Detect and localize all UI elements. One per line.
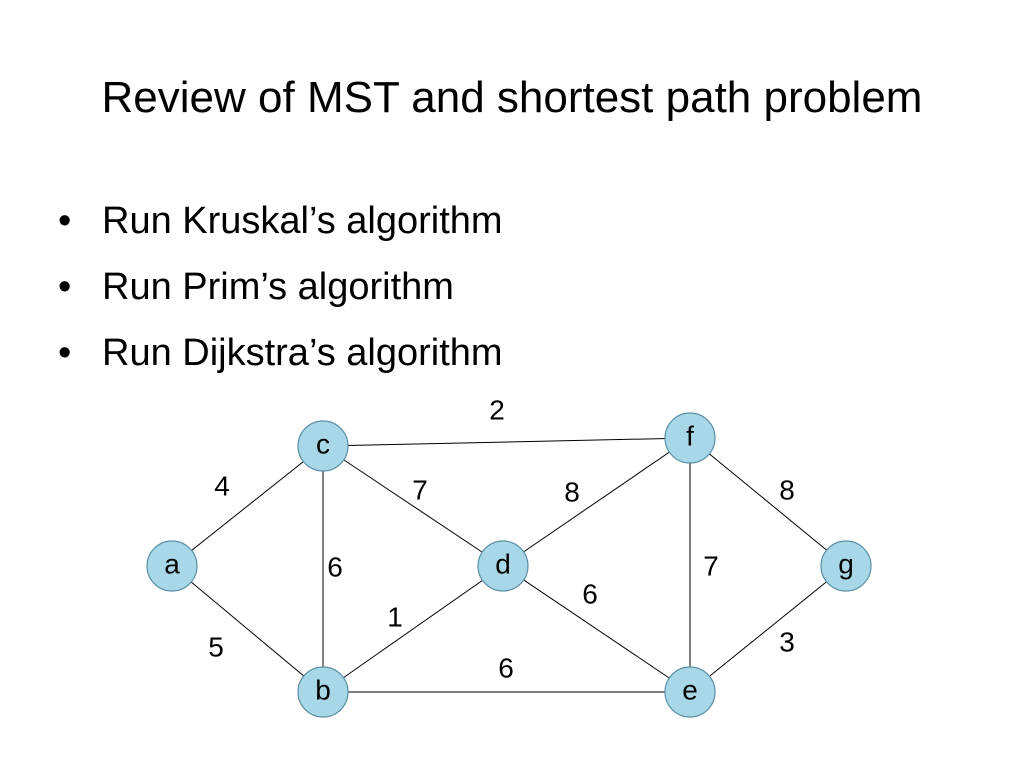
- edge-weight-a-b: 5: [208, 632, 224, 663]
- bullet-icon: •: [58, 266, 72, 308]
- edge-weight-d-f: 8: [564, 477, 580, 508]
- bullet-text: Run Kruskal’s algorithm: [102, 200, 503, 242]
- edges-layer: [171, 437, 847, 693]
- bullet-item-prim: • Run Prim’s algorithm: [58, 254, 503, 320]
- node-d: d: [477, 540, 529, 592]
- bullet-item-kruskal: • Run Kruskal’s algorithm: [58, 188, 503, 254]
- nodes-layer: a b c d e f g: [146, 412, 872, 718]
- node-g: g: [820, 540, 872, 592]
- node-label-f: f: [686, 421, 694, 452]
- node-circle-a: [146, 540, 198, 592]
- node-label-g: g: [838, 549, 854, 580]
- bullet-icon: •: [58, 200, 72, 242]
- edge-weight-c-b: 6: [327, 552, 343, 583]
- edge-weight-a-c: 4: [214, 471, 230, 502]
- edge-d-e: [502, 565, 691, 693]
- bullet-text: Run Prim’s algorithm: [102, 266, 454, 308]
- bullet-text: Run Dijkstra’s algorithm: [102, 332, 503, 374]
- node-circle-f: [664, 412, 716, 464]
- edge-weight-d-e: 6: [582, 579, 598, 610]
- bullet-list: • Run Kruskal’s algorithm • Run Prim’s a…: [58, 188, 503, 386]
- node-f: f: [664, 412, 716, 464]
- node-circle-e: [664, 666, 716, 718]
- bullet-item-dijkstra: • Run Dijkstra’s algorithm: [58, 320, 503, 386]
- edge-c-d: [322, 445, 504, 567]
- node-c: c: [297, 420, 349, 472]
- edge-d-b: [322, 565, 504, 693]
- node-label-e: e: [682, 675, 698, 706]
- node-circle-d: [477, 540, 529, 592]
- node-circle-g: [820, 540, 872, 592]
- edge-weight-g-e: 3: [779, 627, 795, 658]
- node-label-c: c: [316, 429, 330, 460]
- node-label-d: d: [495, 549, 511, 580]
- slide-title: Review of MST and shortest path problem: [101, 73, 923, 122]
- edge-weight-f-g: 8: [779, 475, 795, 506]
- edge-g-e: [689, 565, 847, 693]
- node-a: a: [146, 540, 198, 592]
- edge-f-g: [689, 437, 847, 567]
- node-label-b: b: [315, 675, 331, 706]
- node-e: e: [664, 666, 716, 718]
- edge-a-c: [171, 445, 324, 567]
- edge-weight-d-b: 1: [387, 602, 403, 633]
- edge-weight-c-f: 2: [489, 395, 505, 426]
- edge-weight-c-d: 7: [412, 475, 428, 506]
- node-b: b: [297, 666, 349, 718]
- edge-weight-b-e: 6: [498, 653, 514, 684]
- edge-d-f: [502, 437, 691, 567]
- node-circle-b: [297, 666, 349, 718]
- node-label-a: a: [164, 549, 180, 580]
- edge-c-f: [322, 437, 691, 447]
- node-circle-c: [297, 420, 349, 472]
- weights-layer: 2 4 7 8 8 6 7 6 1 5 3 6: [208, 395, 795, 684]
- edge-a-b: [171, 565, 324, 693]
- bullet-icon: •: [58, 332, 72, 374]
- edge-weight-f-e: 7: [703, 551, 719, 582]
